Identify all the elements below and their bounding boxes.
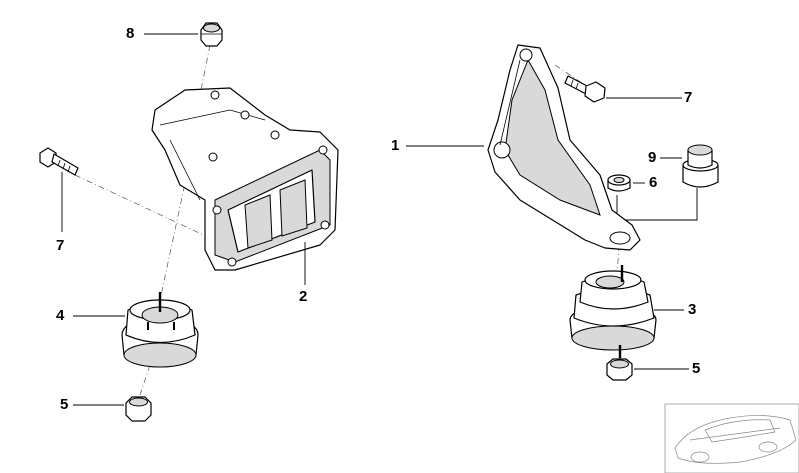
- callout-2: 2: [299, 288, 308, 305]
- part-1-bracket: [487, 44, 641, 251]
- callout-4: 4: [56, 307, 65, 324]
- callout-6: 6: [649, 174, 658, 191]
- callout-7-right: 7: [684, 89, 693, 106]
- callout-3: 3: [688, 301, 697, 318]
- callout-1: 1: [391, 137, 400, 154]
- car-thumbnail: [664, 403, 799, 473]
- part-5-nut-right: [606, 358, 633, 381]
- part-2-bracket: [151, 87, 339, 271]
- part-6-nut: [607, 174, 631, 192]
- part-7-bolt-right: [564, 75, 606, 103]
- leader-lines: [61, 33, 689, 406]
- callout-5-left: 5: [60, 396, 69, 413]
- callout-5-right: 5: [692, 360, 701, 377]
- part-5-nut-left: [125, 396, 152, 422]
- part-9-stopper: [682, 144, 719, 188]
- part-3-engine-mount: [569, 265, 657, 358]
- part-4-engine-mount: [121, 292, 199, 368]
- part-8-nut: [200, 22, 223, 47]
- part-7-bolt-left: [39, 147, 79, 176]
- callout-9: 9: [648, 149, 657, 166]
- callout-8: 8: [126, 25, 135, 42]
- callout-7-left: 7: [56, 237, 65, 254]
